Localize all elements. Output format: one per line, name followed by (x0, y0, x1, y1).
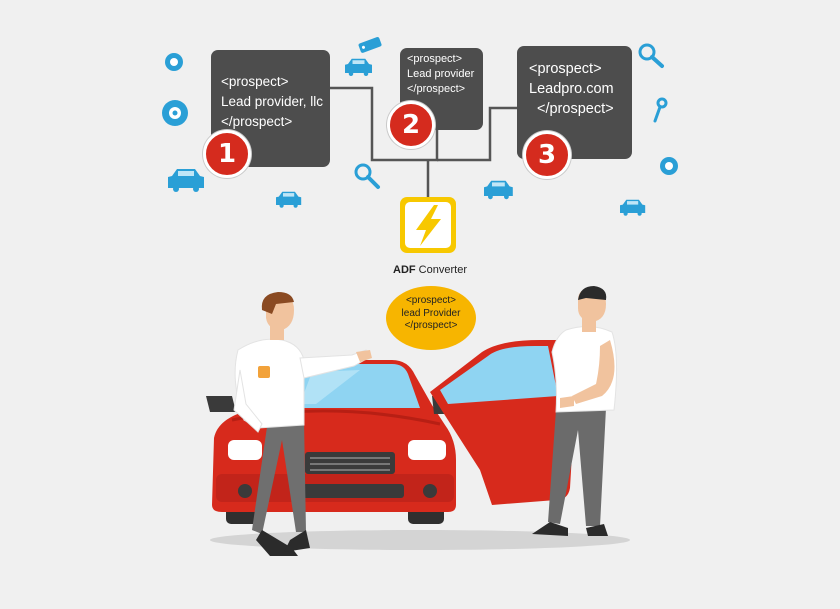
search-icon (354, 163, 380, 189)
car-icon (484, 180, 513, 200)
wheel-icon (165, 53, 183, 71)
connector-lines (330, 86, 517, 198)
converter-label-rest: Converter (415, 264, 467, 276)
customer-illustration (532, 286, 618, 536)
output-close-tag: </prospect> (404, 320, 458, 331)
car-icon (168, 169, 204, 192)
car-icon (345, 58, 372, 76)
output-speech-bubble: <prospect> lead Provider </prospect> (386, 286, 476, 350)
car-icon (276, 191, 302, 208)
prospect-close-tag: </prospect> (537, 101, 614, 117)
prospect-box-3: <prospect> Leadpro.com </prospect> (517, 46, 632, 159)
converter-label: ADF Converter (380, 264, 480, 276)
output-provider-name: lead Provider (401, 307, 461, 319)
prospect-open-tag: <prospect> (529, 61, 602, 77)
car-icon (620, 199, 646, 216)
output-open-tag: <prospect> (405, 295, 457, 306)
lightning-bolt-icon (400, 197, 456, 253)
converter-label-bold: ADF (393, 264, 416, 276)
prospect-open-tag: <prospect> (407, 53, 463, 65)
salesman-illustration (233, 292, 372, 556)
prospect-close-tag: </prospect> (221, 114, 293, 129)
search-icon (638, 43, 664, 68)
prospect-close-tag: </prospect> (407, 83, 466, 95)
prospect-provider-name: Lead provider (407, 68, 475, 80)
step-badge-1: 1 (203, 130, 251, 178)
wheel-icon (660, 157, 678, 175)
step-badge-3: 3 (523, 131, 571, 179)
wheel-icon (162, 100, 188, 126)
prospect-provider-name: Lead provider, llc (221, 94, 324, 109)
step-badge-2: 2 (387, 101, 435, 149)
price-tag-icon (358, 37, 382, 53)
ground-shadow (210, 530, 630, 550)
prospect-provider-name: Leadpro.com (529, 81, 614, 97)
prospect-open-tag: <prospect> (221, 74, 289, 89)
key-icon (653, 97, 668, 123)
